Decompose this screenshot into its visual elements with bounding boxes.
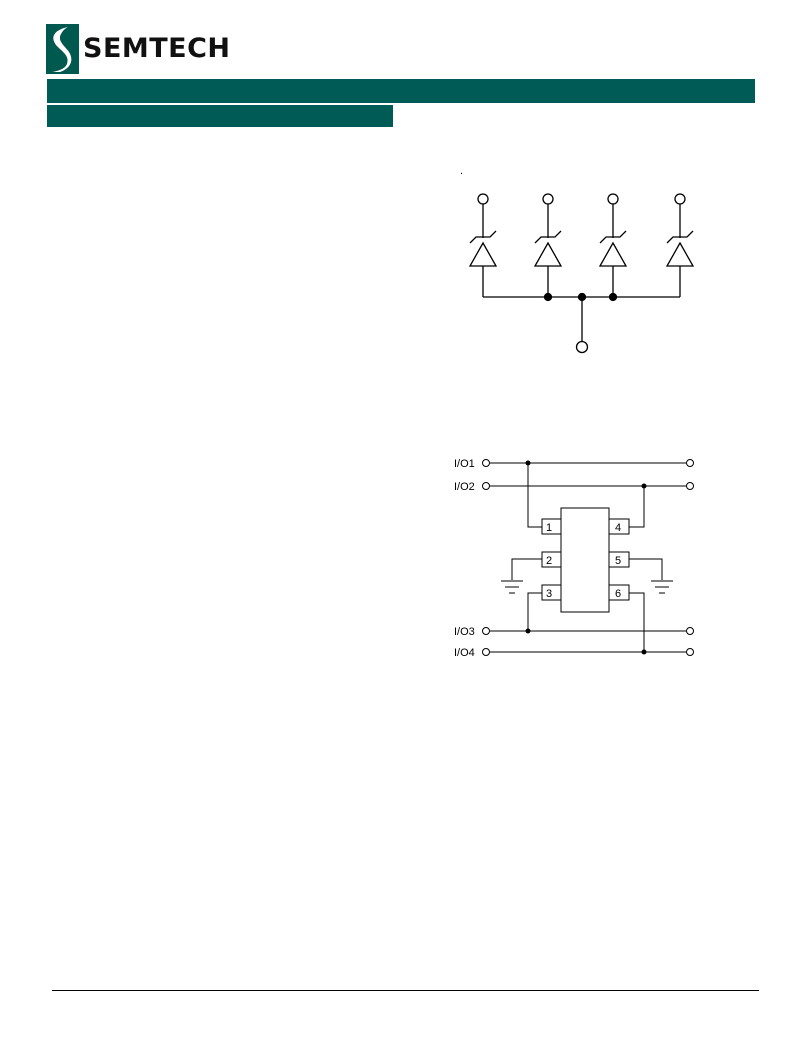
pinout-diagram: I/O1 I/O2 I/O3 I/O4 [454, 458, 694, 659]
io-label-2: I/O2 [454, 481, 475, 493]
pin-number: 1 [546, 522, 552, 534]
pin-number: 3 [546, 588, 552, 600]
junction-dot [543, 292, 553, 302]
junction-dot [641, 649, 647, 655]
tvs-diode-3 [598, 193, 628, 297]
ground-trace-pin5 [629, 558, 663, 580]
footer-rule [52, 990, 759, 991]
schematic-diagram: . [460, 165, 695, 354]
pin-number: 2 [546, 555, 552, 567]
trace-pin1-io1 [527, 463, 542, 528]
brand-name: SEMTECH [83, 33, 231, 64]
semtech-logo-icon [46, 24, 79, 74]
junction-dot [525, 460, 531, 466]
trace-pin3-io3 [527, 592, 542, 631]
ground-terminal [575, 340, 589, 354]
junction-dot [525, 628, 531, 634]
io-label-1: I/O1 [454, 458, 475, 470]
title-band [47, 79, 755, 103]
subtitle-band [47, 105, 393, 127]
ground-trace-pin2 [511, 558, 542, 580]
io-label-3: I/O3 [454, 626, 475, 638]
semtech-logo: SEMTECH [46, 24, 286, 76]
trace-pin6-io4 [629, 592, 645, 652]
tvs-diode-4 [665, 193, 695, 297]
ic-package [560, 507, 610, 613]
tvs-diode-1 [468, 193, 498, 297]
pin-number: 5 [615, 555, 621, 567]
pin-number: 6 [615, 588, 621, 600]
schematic-mark: . [460, 165, 463, 177]
junction-dot [608, 292, 618, 302]
ground-symbol-icon [651, 580, 673, 594]
junction-dot [641, 483, 647, 489]
tvs-diode-2 [533, 193, 563, 297]
pin-number: 4 [615, 522, 621, 534]
trace-pin4-io2 [629, 486, 645, 528]
logo-mark-s-curve [52, 27, 72, 72]
io-label-4: I/O4 [454, 647, 475, 659]
ground-symbol-icon [501, 580, 523, 594]
